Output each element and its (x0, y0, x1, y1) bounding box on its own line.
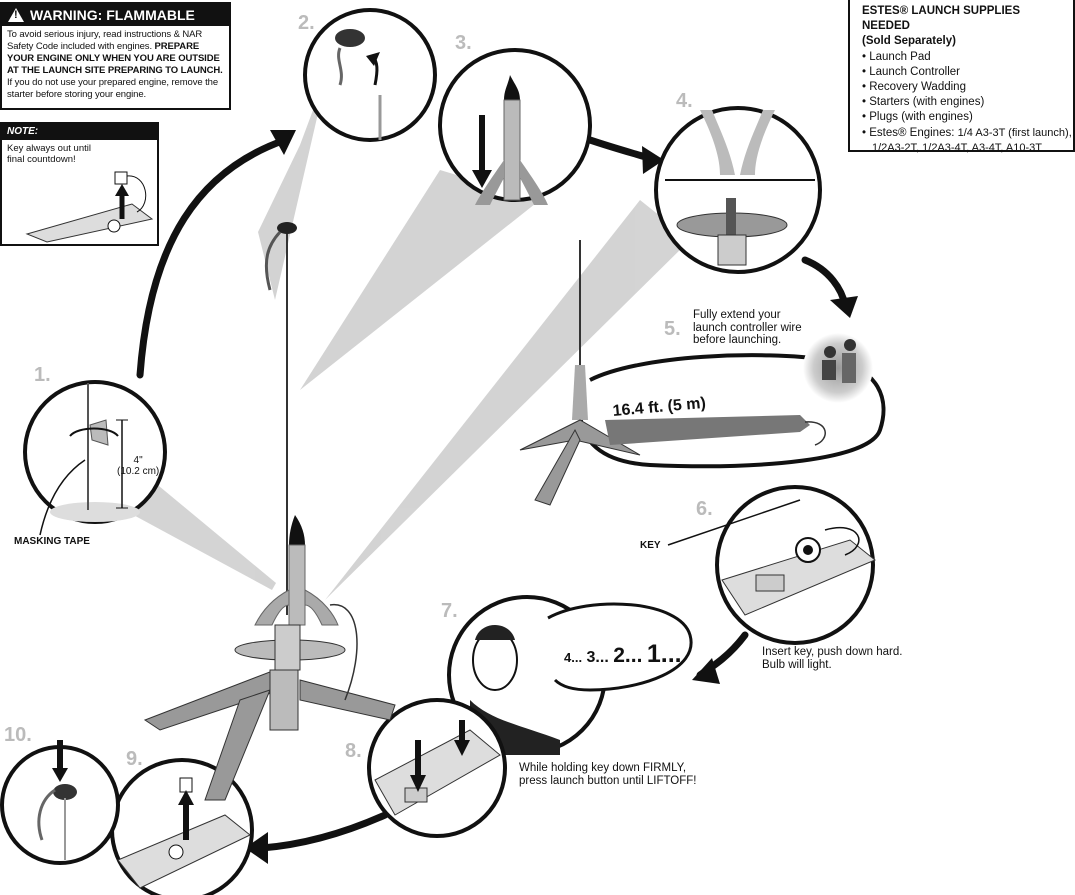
warning-text-bold: PREPARE YOUR ENGINE ONLY WHEN YOU ARE OU… (7, 41, 223, 76)
step-number-6: 6. (696, 498, 713, 520)
engines-label: Estes® Engines: (869, 126, 958, 139)
warning-text-post: If you do not use your prepared engine, … (7, 77, 219, 100)
supply-item: Recovery Wadding (862, 80, 1061, 95)
step4-circle (654, 106, 822, 274)
hold-line-1: While holding key down FIRMLY, (519, 762, 687, 774)
engines-line1: 1/4 A3-3T (first launch), (957, 126, 1072, 139)
zoom-beams (115, 70, 690, 600)
height-inches: 4" (133, 455, 143, 466)
step2-circle (303, 8, 437, 142)
countdown-2: 2... (613, 644, 643, 667)
key-label: KEY (640, 540, 661, 551)
step-number-2: 2. (298, 12, 315, 34)
launch-pad (143, 222, 396, 801)
extend-line-2: launch controller wire (693, 321, 802, 334)
step-number-9: 9. (126, 748, 143, 770)
supplies-title: ESTES® LAUNCH SUPPLIES NEEDED (862, 5, 1020, 33)
note-body: Key always out until final countdown! (7, 143, 91, 165)
extend-line-1: Fully extend your (693, 309, 781, 321)
step-number-7: 7. (441, 600, 458, 622)
countdown-1: 1... (646, 640, 682, 668)
warning-body: To avoid serious injury, read instructio… (2, 26, 229, 104)
supplies-box: ESTES® LAUNCH SUPPLIES NEEDED (Sold Sepa… (848, 0, 1075, 154)
engines-line2: 1/2A3-2T, 1/2A3-4T, A3-4T, A10-3T (872, 141, 1042, 154)
step8-circle (367, 698, 507, 838)
step-number-8: 8. (345, 740, 362, 762)
hold-line-2: press launch button until LIFTOFF! (519, 774, 697, 787)
note-title: NOTE: (2, 124, 157, 140)
step1-circle (23, 380, 167, 536)
supplies-list: Launch Pad Launch Controller Recovery Wa… (862, 50, 1072, 141)
arrow-heads (245, 130, 858, 864)
height-cm: (10.2 cm) (117, 466, 160, 477)
hold-key-caption: While holding key down FIRMLY, press lau… (519, 762, 696, 787)
masking-tape-label: MASKING TAPE (14, 536, 90, 547)
insert-line-2: Bulb will light. (762, 658, 832, 671)
flow-arrows (136, 136, 849, 852)
step7-circle (447, 595, 693, 755)
step-number-4: 4. (676, 90, 693, 112)
supply-item: Starters (with engines) (862, 95, 1061, 110)
step3-circle (438, 48, 592, 205)
warning-box: WARNING: FLAMMABLE To avoid serious inju… (0, 2, 231, 110)
countdown: 4... 3... 2... 1... (564, 640, 682, 669)
note-box: NOTE: Key always out until final countdo… (0, 122, 159, 246)
height-label: 4" (10.2 cm) (117, 455, 159, 477)
supply-item: Plugs (with engines) (862, 110, 1061, 125)
warning-text-pre: To avoid serious injury, read instructio… (7, 29, 203, 52)
step-number-5: 5. (664, 318, 681, 340)
warning-header: WARNING: FLAMMABLE (2, 4, 229, 26)
countdown-4: 4... (564, 650, 583, 665)
warning-title: WARNING: FLAMMABLE (30, 7, 195, 23)
supply-item: Launch Pad (862, 50, 1061, 65)
warning-triangle-icon (8, 8, 24, 22)
step-number-10: 10. (4, 724, 32, 746)
step6-circle (667, 485, 876, 645)
extend-line-3: before launching. (693, 334, 782, 346)
insert-line-1: Insert key, push down hard. (762, 646, 903, 658)
distance-bar (605, 415, 810, 445)
step5-field (519, 240, 886, 506)
extend-wire-caption: Fully extend your launch controller wire… (693, 309, 802, 347)
note-controller-illustration (25, 171, 154, 243)
step-number-3: 3. (455, 32, 472, 54)
step-number-1: 1. (34, 364, 51, 386)
step10-circle (0, 740, 120, 865)
supplies-subtitle: (Sold Separately) (862, 35, 956, 48)
supply-item: Launch Controller (862, 65, 1061, 80)
insert-key-caption: Insert key, push down hard. Bulb will li… (762, 646, 902, 671)
countdown-3: 3... (586, 649, 609, 666)
supply-item-engines: Estes® Engines: 1/4 A3-3T (first launch)… (862, 126, 1072, 141)
